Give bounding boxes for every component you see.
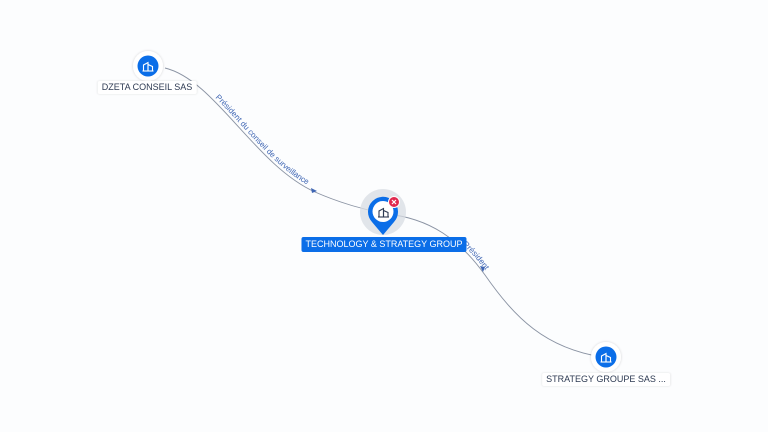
edge-label-text: Président du conseil de surveillance bbox=[214, 93, 311, 187]
edge-line bbox=[164, 67, 381, 214]
edge-line bbox=[385, 213, 603, 358]
edge-arrow-icon bbox=[480, 266, 485, 272]
node-label-sgs[interactable]: STRATEGY GROUPE SAS ... bbox=[542, 373, 670, 386]
edge-label: Président du conseil de surveillance bbox=[214, 93, 311, 187]
node-label-tsg[interactable]: TECHNOLOGY & STRATEGY GROUP bbox=[301, 237, 467, 252]
node-technology-strategy-group[interactable] bbox=[360, 189, 406, 235]
edge-arrow-icon bbox=[311, 188, 317, 193]
close-icon bbox=[391, 199, 397, 205]
node-dzeta-conseil[interactable] bbox=[133, 51, 163, 81]
edge-tsg-to-sgs[interactable]: Président bbox=[385, 213, 603, 358]
company-icon bbox=[378, 207, 389, 218]
company-icon bbox=[142, 61, 154, 72]
node-strategy-groupe[interactable] bbox=[591, 342, 621, 372]
company-icon bbox=[600, 352, 612, 363]
edge-dzeta-to-tsg[interactable]: Président du conseil de surveillance bbox=[164, 67, 381, 214]
remove-badge[interactable] bbox=[388, 196, 400, 208]
node-label-dzeta[interactable]: DZETA CONSEIL SAS bbox=[97, 81, 197, 94]
